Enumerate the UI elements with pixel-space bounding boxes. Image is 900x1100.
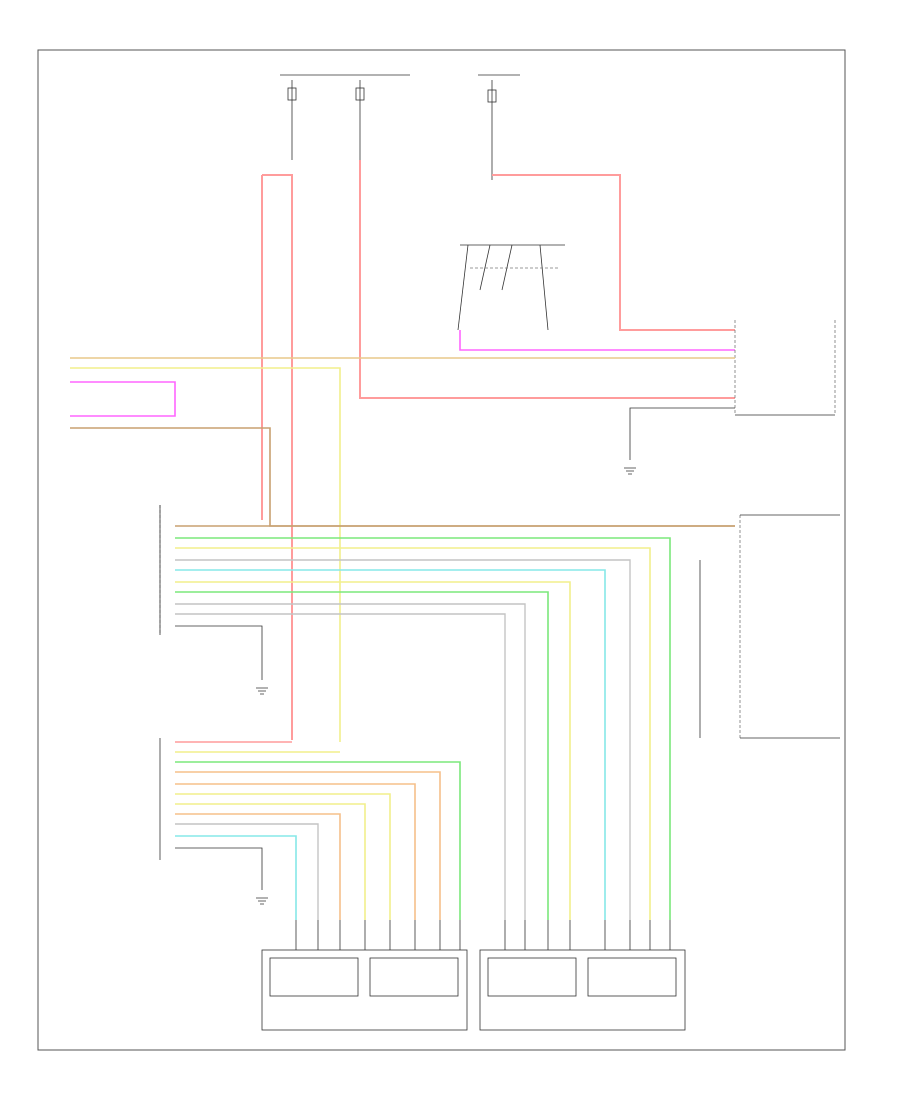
- dwire-5: [175, 783, 416, 920]
- pwire-6: [175, 581, 571, 920]
- feed-switch: [492, 174, 735, 331]
- passenger-switch-assembly: [261, 949, 468, 1031]
- pwire-4: [175, 559, 631, 920]
- pwire-9: [175, 613, 506, 920]
- fuse-3: [487, 80, 497, 180]
- feed-driver-seat: [262, 174, 293, 740]
- pwire-8: [175, 603, 526, 920]
- feed-memory-module: [359, 160, 735, 399]
- driver-switch-assembly: [479, 949, 686, 1031]
- dwire-6: [175, 793, 391, 920]
- wire-brown: [70, 427, 735, 527]
- memory-module: [629, 320, 836, 460]
- dwire-9: [175, 823, 319, 920]
- pwire-2: [175, 537, 671, 920]
- driver-switch-box: [479, 949, 686, 1031]
- module-ground: [629, 407, 735, 460]
- fuse-block-group: [280, 74, 520, 180]
- ground-symbols: [256, 467, 636, 905]
- passenger-module-wires: [175, 525, 735, 920]
- page-border: [37, 49, 846, 1051]
- driver-module-wires: [175, 741, 461, 920]
- left-connector-wires: [70, 357, 735, 742]
- direction-switch: [699, 514, 840, 739]
- dwire-7: [175, 803, 366, 920]
- pwire-ground: [175, 625, 263, 680]
- pwire-3: [175, 547, 651, 920]
- dwire-8: [175, 813, 341, 920]
- fuse-1: [287, 80, 297, 160]
- memory-switch: [457, 244, 735, 351]
- fuse-2: [355, 80, 365, 160]
- dwire-3: [175, 761, 461, 920]
- wire-pink-loop: [70, 381, 176, 417]
- power-feed-wires: [261, 160, 735, 740]
- passenger-switch-box: [261, 949, 468, 1031]
- pwire-5: [175, 569, 606, 920]
- switch-connector-stubs: [295, 920, 671, 950]
- dwire-ground: [175, 847, 263, 890]
- dwire-4: [175, 771, 441, 920]
- dwire-10: [175, 835, 297, 920]
- switch-to-module-pink: [459, 330, 735, 351]
- wire-tan-2: [70, 367, 341, 742]
- pwire-7: [175, 591, 549, 920]
